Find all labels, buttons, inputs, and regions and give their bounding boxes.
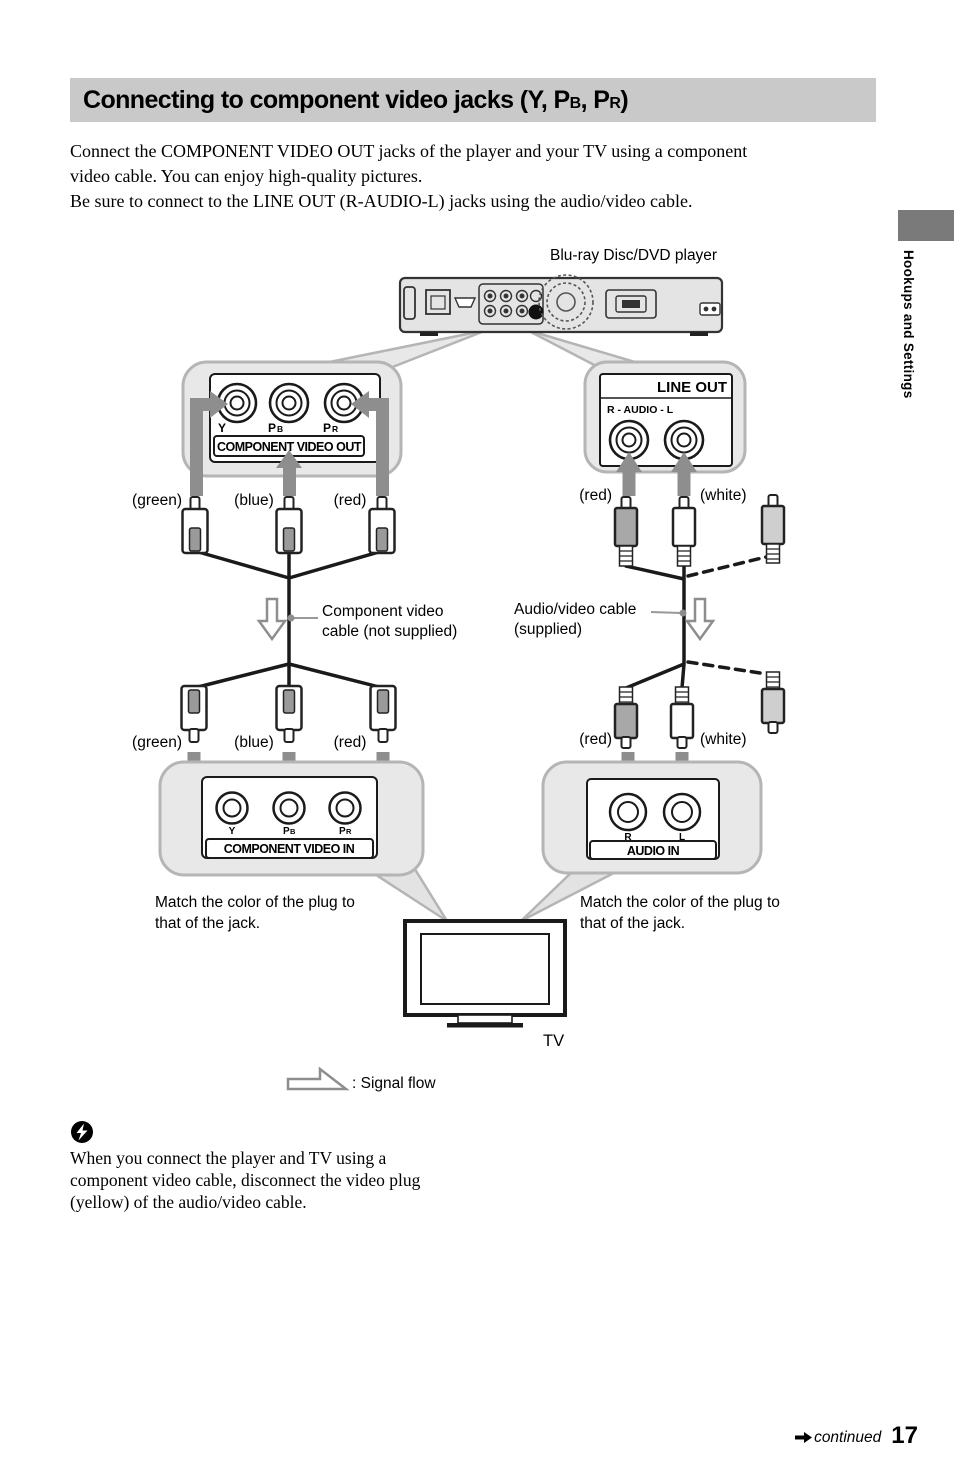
in-jack-label-pr: P [339,826,346,837]
note-line: component video cable, disconnect the vi… [70,1170,421,1190]
line-out-jacks [608,419,705,461]
leader-dot-left [287,614,295,622]
leader-line-right [650,611,682,614]
note-line: When you connect the player and TV using… [70,1148,387,1168]
label-green-top: (green) [132,492,182,509]
fan-vent-icon [538,274,594,330]
match-left-line2: that of the jack. [155,914,261,932]
component-out-jacks [216,382,365,424]
component-video-in-label: COMPONENT VIDEO IN [224,842,355,856]
audio-in-label: AUDIO IN [627,844,680,858]
title-part: , P [580,85,610,114]
component-in-jacks [215,791,362,825]
component-video-in-callout: Y P B P R COMPONENT VIDEO IN [158,760,425,877]
in-jack-label-pr-sub: R [346,827,352,836]
label-white-top-right: (white) [700,487,747,504]
audio-jack-label-r: R [624,832,632,843]
label-blue-bottom: (blue) [234,734,274,751]
section-title-bar: Connecting to component video jacks (Y, … [70,78,876,122]
title-subscript: B [569,94,582,112]
signal-flow-arrow-down-right-icon [684,597,716,642]
label-red-bottom-right: (red) [579,731,612,748]
component-video-out-callout: Y P B P R COMPONENT VIDEO OUT [181,360,403,478]
av-cable-label-line1: Audio/video cable [514,601,636,618]
intro-line: Connect the COMPONENT VIDEO OUT jacks of… [70,141,748,161]
blu-ray-player [398,274,724,336]
chapter-tab [898,210,954,241]
av-plugs-bottom [613,671,786,749]
intro-line: Be sure to connect to the LINE OUT (R-AU… [70,191,693,211]
tv-label: TV [543,1032,564,1050]
jack-label-pb: P [268,421,276,435]
page-title: Connecting to component video jacks (Y, … [83,85,629,115]
title-part: ) [620,85,629,114]
label-red-top-right: (red) [579,487,612,504]
av-cable [624,555,768,690]
audio-in-callout: R L AUDIO IN [541,760,763,875]
component-video-out-label: COMPONENT VIDEO OUT [217,440,362,454]
label-red-bottom: (red) [334,734,367,751]
label-green-bottom: (green) [132,734,182,751]
line-out-callout: LINE OUT R - AUDIO - L [583,360,747,474]
signal-flow-label: : Signal flow [352,1075,436,1092]
title-subscript: R [609,94,621,112]
av-cable-label-line2: (supplied) [514,621,582,638]
component-cable-label-line2: cable (not supplied) [322,623,457,640]
match-color-note-right: Match the color of the plug to that of t… [580,893,822,934]
continued-arrow-icon [795,1432,813,1443]
in-jack-label-pb: P [283,826,290,837]
label-white-bottom-right: (white) [700,731,747,748]
jack-label-pb-sub: B [277,424,283,434]
jack-label-y: Y [218,421,226,435]
notice-icon [71,1121,93,1143]
note-paragraph: When you connect the player and TV using… [70,1147,500,1213]
match-left-line1: Match the color of the plug to [155,894,355,911]
match-right-line1: Match the color of the plug to [580,894,780,911]
page-number: 17 [891,1422,918,1449]
signal-arrows-component-out [190,391,389,496]
line-out-label: LINE OUT [657,379,727,396]
intro-paragraph: Connect the COMPONENT VIDEO OUT jacks of… [70,139,886,214]
page-footer: continued 17 [0,1422,918,1450]
continued-note: continued [795,1429,881,1447]
jack-label-pr: P [323,421,331,435]
chapter-label: Hookups and Settings [901,250,916,399]
plug-color-labels: (green) (blue) (red) (red) (white) (gree… [132,487,746,751]
label-red-top: (red) [334,492,367,509]
title-part: Connecting to component video jacks (Y, … [83,85,570,114]
match-right-line2: that of the jack. [580,914,686,932]
component-video-cable [192,549,385,690]
signal-flow-legend-icon [286,1066,350,1091]
signal-flow-arrow-down-left-icon [256,597,288,642]
note-line: (yellow) of the audio/video cable. [70,1192,307,1212]
component-cable-label-line1: Component video [322,603,444,620]
match-color-note-left: Match the color of the plug to that of t… [155,893,397,934]
label-blue-top: (blue) [234,492,274,509]
av-plugs-top [613,494,786,567]
component-plugs-top [181,496,396,555]
in-jack-label-pb-sub: B [290,827,296,836]
in-jack-label-y: Y [229,826,236,837]
component-plugs-bottom [180,684,397,743]
jack-label-pr-sub: R [332,424,338,434]
intro-line: video cable. You can enjoy high-quality … [70,166,423,186]
player-label: Blu-ray Disc/DVD player [550,247,717,264]
audio-in-jacks [608,792,702,832]
signal-arrows-line-out [616,452,697,496]
continued-label: continued [814,1428,882,1446]
audio-jack-label-l: L [679,832,685,843]
line-out-channels-label: R - AUDIO - L [607,404,674,416]
tv [403,919,567,1028]
leader-dot-right [679,609,687,617]
